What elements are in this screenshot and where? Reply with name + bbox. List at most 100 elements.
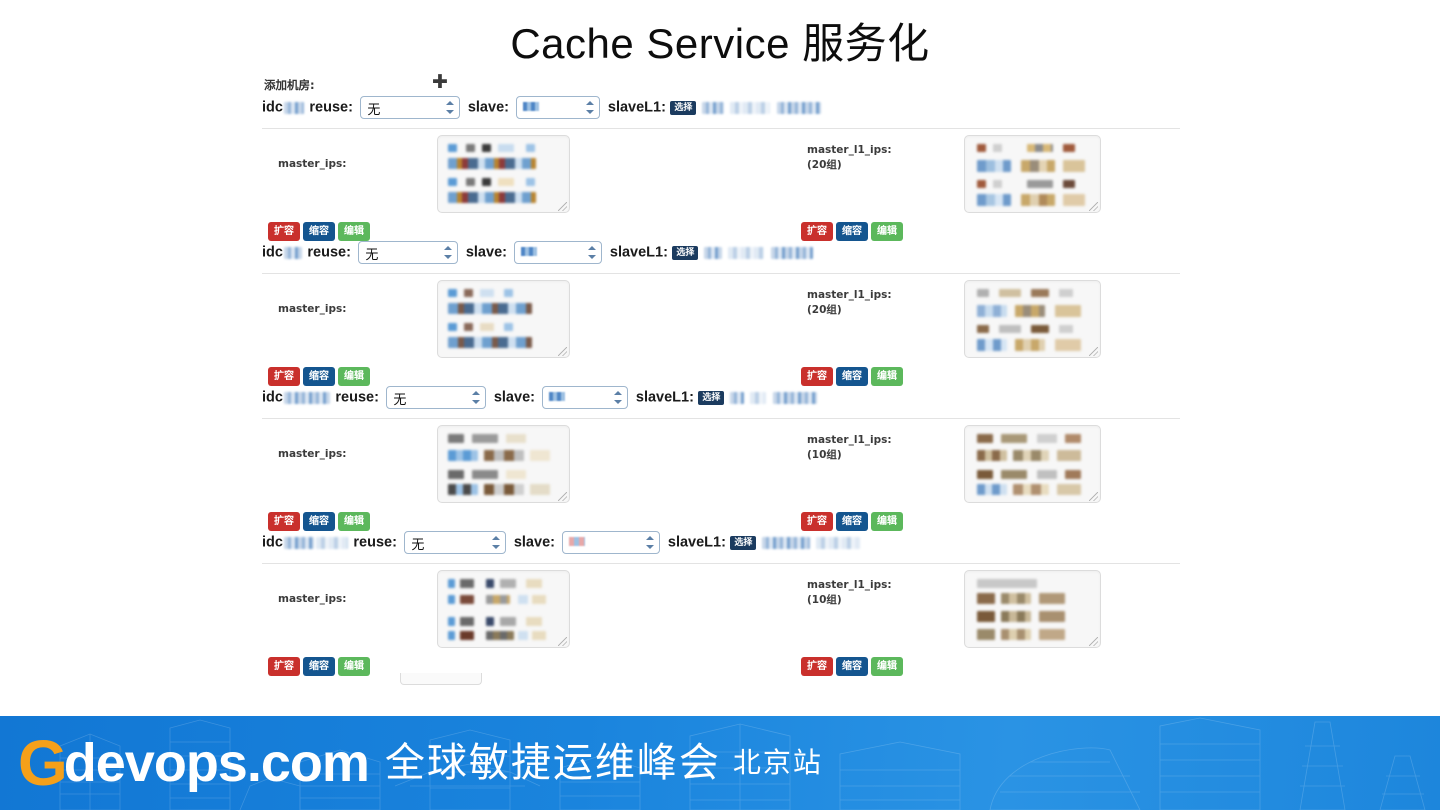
shrink-button[interactable]: 缩容 <box>836 512 868 531</box>
expand-button[interactable]: 扩容 <box>268 657 300 676</box>
reuse-label: reuse: <box>353 534 397 551</box>
idc-detail-block: master_ips: master_l1_ips: (20组) <box>262 274 1180 386</box>
resize-handle-icon[interactable] <box>1089 637 1098 646</box>
slavel1-select-button[interactable]: 选择 <box>672 245 699 260</box>
slave-select[interactable] <box>542 386 629 409</box>
edit-button[interactable]: 编辑 <box>871 222 903 241</box>
expand-button[interactable]: 扩容 <box>801 367 833 386</box>
idc-label: idc <box>262 99 283 116</box>
expand-button[interactable]: 扩容 <box>268 512 300 531</box>
slave-select[interactable] <box>562 531 661 554</box>
edit-button[interactable]: 编辑 <box>338 657 370 676</box>
reuse-label: reuse: <box>307 244 351 261</box>
edit-button[interactable]: 编辑 <box>338 512 370 531</box>
master-ips-textarea[interactable] <box>437 280 570 358</box>
resize-handle-icon[interactable] <box>1089 202 1098 211</box>
master-l1-ips-textarea[interactable] <box>964 570 1101 648</box>
edit-button[interactable]: 编辑 <box>871 512 903 531</box>
resize-handle-icon[interactable] <box>558 202 567 211</box>
master-l1-ips-label: master_l1_ips: (20组) <box>807 288 892 318</box>
expand-button[interactable]: 扩容 <box>268 367 300 386</box>
master-ips-textarea[interactable] <box>437 425 570 503</box>
edit-button[interactable]: 编辑 <box>871 657 903 676</box>
slavel1-select-button[interactable]: 选择 <box>730 535 757 550</box>
add-idc-label: 添加机房: <box>264 78 315 92</box>
shrink-button[interactable]: 缩容 <box>303 657 335 676</box>
master-ips-textarea[interactable] <box>437 135 570 213</box>
reuse-select[interactable]: 无 <box>386 386 487 409</box>
master-ips-textarea[interactable] <box>437 570 570 648</box>
edit-button[interactable]: 编辑 <box>871 367 903 386</box>
chevron-updown-icon <box>446 98 455 117</box>
clipped-field-edge <box>400 673 482 685</box>
expand-button[interactable]: 扩容 <box>801 512 833 531</box>
slavel1-value-redacted <box>730 101 771 114</box>
master-l1-ips-textarea[interactable] <box>964 280 1101 358</box>
expand-button[interactable]: 扩容 <box>801 222 833 241</box>
slave-select[interactable] <box>516 96 601 119</box>
master-l1-ips-label: master_l1_ips: (10组) <box>807 578 892 608</box>
shrink-button[interactable]: 缩容 <box>303 222 335 241</box>
master-l1-ips-textarea[interactable] <box>964 135 1101 213</box>
slavel1-value-redacted <box>729 391 744 404</box>
master-l1-ips-textarea[interactable] <box>964 425 1101 503</box>
shrink-button[interactable]: 缩容 <box>303 512 335 531</box>
shrink-button[interactable]: 缩容 <box>303 367 335 386</box>
chevron-updown-icon <box>646 533 655 552</box>
reuse-select-value: 无 <box>411 538 425 553</box>
slavel1-value-redacted <box>776 101 821 114</box>
resize-handle-icon[interactable] <box>558 492 567 501</box>
reuse-select[interactable]: 无 <box>404 531 507 554</box>
reuse-select-value: 无 <box>393 393 407 408</box>
chevron-updown-icon <box>586 98 595 117</box>
slavel1-select-button[interactable]: 选择 <box>670 100 697 115</box>
slavel1-label: slaveL1: <box>635 389 694 406</box>
group-count: (10组) <box>807 594 842 606</box>
resize-handle-icon[interactable] <box>1089 492 1098 501</box>
slavel1-label: slaveL1: <box>609 244 668 261</box>
row-divider <box>262 128 1180 129</box>
expand-button[interactable]: 扩容 <box>801 657 833 676</box>
reuse-select[interactable]: 无 <box>358 241 459 264</box>
slavel1-value-redacted <box>703 246 722 259</box>
idc-name-redacted <box>283 101 304 114</box>
reuse-select-value: 无 <box>367 103 381 118</box>
master-ips-actions: 扩容缩容编辑 <box>268 221 373 241</box>
master-l1-ips-actions: 扩容缩容编辑 <box>801 221 906 241</box>
group-count: (10组) <box>807 449 842 461</box>
master-ips-label: master_ips: <box>278 593 347 605</box>
resize-handle-icon[interactable] <box>558 637 567 646</box>
chevron-updown-icon <box>588 243 597 262</box>
chevron-updown-icon <box>472 388 481 407</box>
master-ips-label: master_ips: <box>278 158 347 170</box>
master-l1-ips-actions: 扩容缩容编辑 <box>801 656 906 676</box>
shrink-button[interactable]: 缩容 <box>836 367 868 386</box>
slavel1-value-redacted <box>772 391 817 404</box>
slavel1-value-redacted <box>770 246 813 259</box>
resize-handle-icon[interactable] <box>1089 347 1098 356</box>
shrink-button[interactable]: 缩容 <box>836 222 868 241</box>
master-ips-label: master_ips: <box>278 448 347 460</box>
idc-name-redacted <box>283 246 302 259</box>
slave-label: slave: <box>513 534 555 551</box>
slave-select[interactable] <box>514 241 603 264</box>
plus-icon[interactable]: ✚ <box>432 72 448 93</box>
row-divider <box>262 563 1180 564</box>
idc-label: idc <box>262 389 283 406</box>
chevron-updown-icon <box>492 533 501 552</box>
add-idc-row: 添加机房: ✚ <box>262 72 1180 96</box>
shrink-button[interactable]: 缩容 <box>836 657 868 676</box>
edit-button[interactable]: 编辑 <box>338 367 370 386</box>
slavel1-select-button[interactable]: 选择 <box>698 390 725 405</box>
reuse-select[interactable]: 无 <box>360 96 461 119</box>
slavel1-value-redacted <box>761 536 810 549</box>
resize-handle-icon[interactable] <box>558 347 567 356</box>
expand-button[interactable]: 扩容 <box>268 222 300 241</box>
idc-config-row: idc reuse: 无 slave: slaveL1: 选择 <box>262 241 1180 273</box>
master-l1-ips-text: master_l1_ips: <box>807 434 892 446</box>
idc-config-row: idc reuse: 无 slave: slaveL1: 选择 <box>262 96 1180 128</box>
master-l1-ips-actions: 扩容缩容编辑 <box>801 511 906 531</box>
idc-name-redacted <box>315 536 348 549</box>
edit-button[interactable]: 编辑 <box>338 222 370 241</box>
row-divider <box>262 273 1180 274</box>
